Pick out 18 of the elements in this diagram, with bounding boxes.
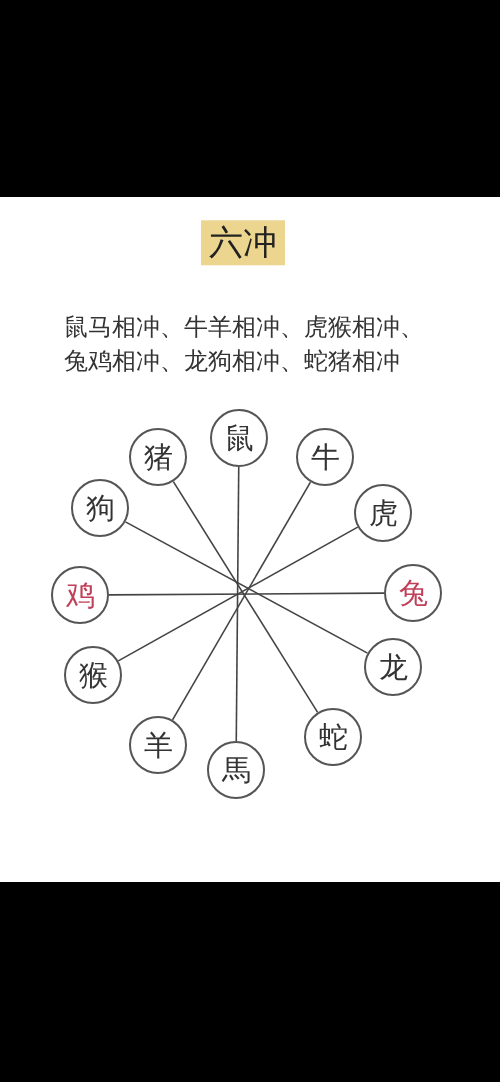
title: 六冲 bbox=[201, 220, 285, 266]
subtitle-text: 鼠马相冲、牛羊相冲、虎猴相冲、兔鸡相冲、龙狗相冲、蛇猪相冲 bbox=[64, 312, 425, 377]
zodiac-circle: 猪 bbox=[129, 428, 187, 486]
connector-line bbox=[117, 526, 359, 662]
zodiac-circle: 鸡 bbox=[51, 566, 109, 624]
zodiac-circle: 龙 bbox=[364, 638, 422, 696]
zodiac-circle: 猴 bbox=[64, 646, 122, 704]
zodiac-circle: 虎 bbox=[354, 484, 412, 542]
zodiac-circle: 兔 bbox=[384, 564, 442, 622]
connector-line bbox=[108, 592, 385, 596]
zodiac-circle: 蛇 bbox=[304, 708, 362, 766]
zodiac-circle: 羊 bbox=[129, 716, 187, 774]
zodiac-circle: 馬 bbox=[207, 741, 265, 799]
zodiac-circle: 牛 bbox=[296, 428, 354, 486]
connector-line bbox=[235, 466, 240, 742]
connector-line bbox=[124, 521, 369, 654]
zodiac-circle: 狗 bbox=[71, 479, 129, 537]
zodiac-circle: 鼠 bbox=[210, 409, 268, 467]
